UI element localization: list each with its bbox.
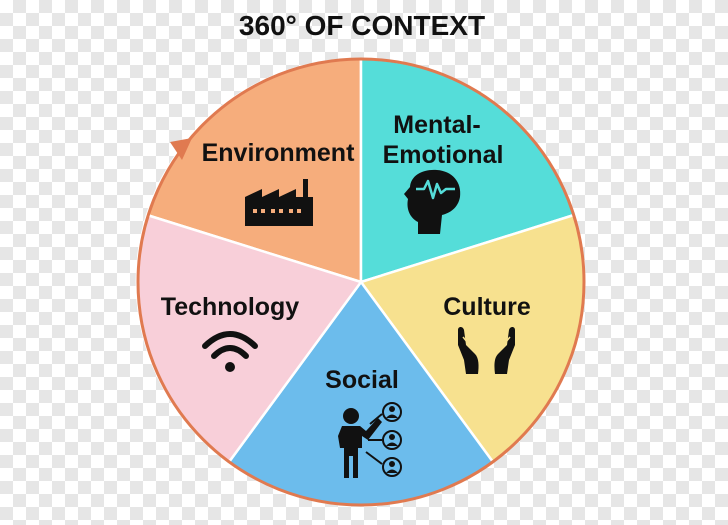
person-node-icon xyxy=(382,430,402,450)
wheel-rim xyxy=(136,57,586,507)
people-network-icon xyxy=(338,402,402,478)
label-environment: Environment xyxy=(202,139,355,167)
head-mind-icon xyxy=(404,169,461,234)
diagram-title: 360° OF CONTEXT xyxy=(239,10,485,41)
person-node-icon xyxy=(382,457,402,477)
label-mental-line-2: Emotional xyxy=(383,141,504,169)
label-culture: Culture xyxy=(443,293,531,321)
factory-icon xyxy=(245,179,313,226)
label-social: Social xyxy=(325,366,399,394)
label-technology: Technology xyxy=(161,293,300,321)
label-mental-line-1: Mental- xyxy=(393,111,481,139)
open-hands-icon xyxy=(458,327,515,374)
person-node-icon xyxy=(382,402,402,422)
rim-arrow-icon xyxy=(170,138,192,160)
wifi-icon xyxy=(202,331,258,372)
